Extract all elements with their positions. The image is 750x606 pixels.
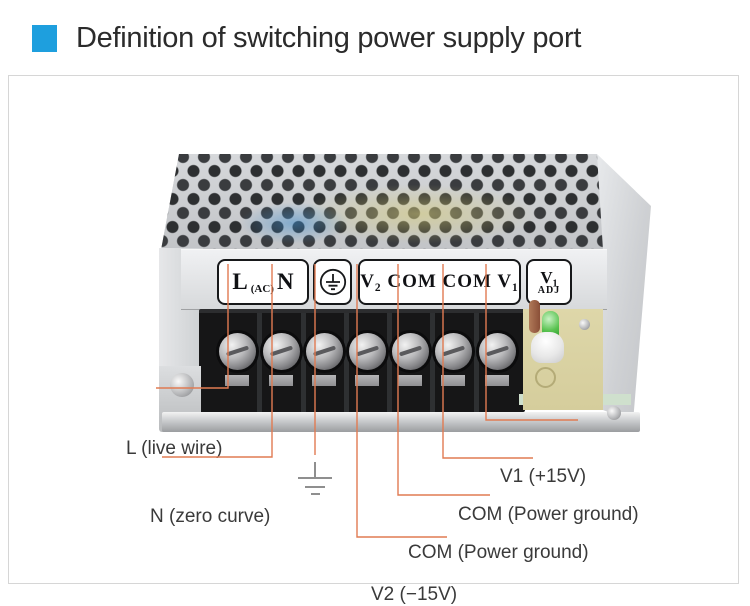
ground-label-box xyxy=(313,259,352,305)
vent-glow-yellow xyxy=(299,184,539,244)
terminal-clamp xyxy=(355,375,379,386)
terminal-screw-N xyxy=(263,333,300,370)
terminal-screw-V2 xyxy=(349,333,386,370)
terminal-clamp xyxy=(269,375,293,386)
output-label-box: V₂ COM COM V₁ xyxy=(358,259,521,305)
title-bullet-square xyxy=(32,25,57,52)
power-supply-photo: L (AC) N V₂ COM COM V₁ V₁ ADJ xyxy=(159,154,651,434)
terminal-divider xyxy=(301,313,306,412)
callout-com-ground-2: COM (Power ground) xyxy=(458,504,639,525)
terminal-label-panel: L (AC) N V₂ COM COM V₁ V₁ ADJ xyxy=(181,249,607,310)
terminal-clamp xyxy=(398,375,422,386)
label-L: L xyxy=(232,269,248,294)
terminal-clamp xyxy=(225,375,249,386)
input-label-box: L (AC) N xyxy=(217,259,309,305)
callout-v2-minus15v: V2 (−15V) xyxy=(371,584,458,605)
vent-glow-blue xyxy=(239,202,349,244)
terminal-divider xyxy=(430,313,435,412)
protective-earth-icon xyxy=(319,268,346,296)
terminal-screw-V1 xyxy=(479,333,516,370)
label-ADJ: ADJ xyxy=(537,284,561,296)
label-AC: (AC) xyxy=(250,283,274,295)
circuit-board xyxy=(523,300,603,410)
trimmer-potentiometer xyxy=(531,332,564,363)
label-N: N xyxy=(276,269,294,294)
terminal-block xyxy=(199,309,525,412)
terminal-divider xyxy=(474,313,479,412)
terminal-divider xyxy=(257,313,262,412)
label-V1: V₁ xyxy=(540,267,558,287)
terminal-screw-COM2 xyxy=(435,333,472,370)
terminal-screw-COM1 xyxy=(392,333,429,370)
terminal-divider xyxy=(387,313,392,412)
base-rivet xyxy=(607,406,621,420)
terminal-screw-L xyxy=(219,333,256,370)
terminal-clamp xyxy=(485,375,509,386)
terminal-screw-GND xyxy=(306,333,343,370)
terminal-clamp xyxy=(312,375,336,386)
callout-v1-plus15v: V1 (+15V) xyxy=(500,466,587,487)
terminal-clamp xyxy=(441,375,465,386)
figure-frame: L (AC) N V₂ COM COM V₁ V₁ ADJ xyxy=(8,75,739,605)
case-base xyxy=(162,412,640,432)
case-side-screw xyxy=(579,319,590,330)
callout-zero-curve: N (zero curve) xyxy=(150,506,271,527)
resistor xyxy=(529,300,540,333)
perforated-case-top xyxy=(161,154,614,250)
pcb-marking-ring xyxy=(535,367,556,388)
adjust-label-box: V₁ ADJ xyxy=(526,259,572,305)
callout-live-wire: L (live wire) xyxy=(126,438,223,459)
flange-screw xyxy=(170,373,194,397)
terminal-divider xyxy=(344,313,349,412)
page-title: Definition of switching power supply por… xyxy=(76,22,582,54)
callout-com-ground-1: COM (Power ground) xyxy=(408,542,589,563)
